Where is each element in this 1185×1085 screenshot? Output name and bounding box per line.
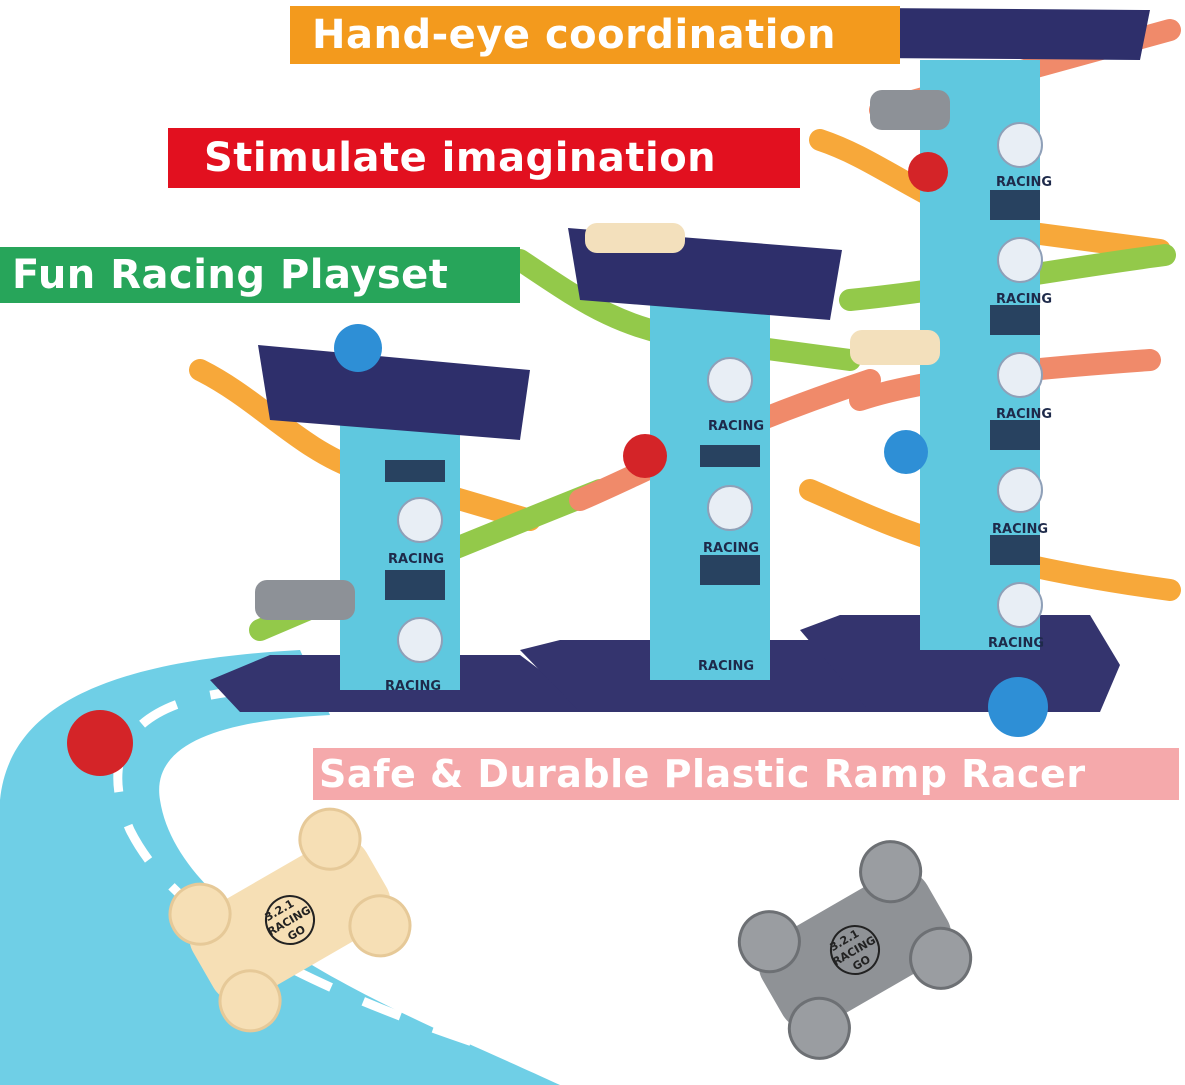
svg-text:RACING: RACING — [698, 659, 754, 674]
svg-text:RACING: RACING — [988, 636, 1044, 651]
checker-patterns — [385, 190, 1040, 600]
banner-stimulate-imagination: Stimulate imagination — [168, 128, 800, 188]
balls — [67, 152, 1048, 776]
banner-hand-eye-coordination: Hand-eye coordination — [290, 6, 900, 64]
svg-text:RACING: RACING — [708, 419, 764, 434]
cream-toy-car: 3.2.1 RACING GO — [168, 807, 412, 1033]
banner-fun-racing-playset: Fun Racing Playset — [0, 247, 520, 303]
road-dashes — [113, 685, 562, 1075]
gray-toy-car: 3.2.1 RACING GO — [737, 840, 973, 1060]
small-cars — [255, 90, 950, 620]
svg-text:RACING: RACING — [385, 679, 441, 694]
svg-text:RACING: RACING — [703, 541, 759, 556]
svg-text:RACING: RACING — [996, 292, 1052, 307]
road — [0, 650, 560, 1085]
svg-text:RACING: RACING — [996, 407, 1052, 422]
tower-wheels — [397, 122, 1043, 663]
banner-safe-durable: Safe & Durable Plastic Ramp Racer — [313, 748, 1179, 800]
svg-text:RACING: RACING — [996, 175, 1052, 190]
svg-text:RACING: RACING — [388, 552, 444, 567]
svg-text:RACING: RACING — [992, 522, 1048, 537]
tower-racing-labels: RACING RACING RACING RACING RACING RACIN… — [385, 175, 1052, 694]
